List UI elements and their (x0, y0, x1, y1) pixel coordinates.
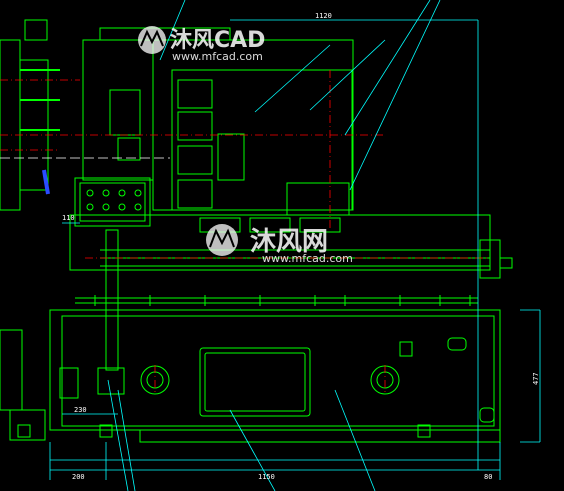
watermark-top: 沐风CAD www.mfcad.com (138, 26, 265, 63)
watermark-center-url: www.mfcad.com (262, 252, 353, 265)
mfcad-logo-icon (138, 26, 166, 54)
mfcad-logo-icon (206, 224, 238, 256)
dim-left-mid: 230 (74, 406, 87, 414)
dim-left-small: 110 (62, 214, 75, 222)
left-wiring (20, 69, 60, 195)
control-panel-knobs (86, 189, 142, 211)
dim-top-width: 1120 (315, 12, 332, 20)
watermark-top-url: www.mfcad.com (172, 50, 263, 63)
machine-outline (0, 19, 513, 443)
dim-right-height: 477 (532, 372, 540, 385)
watermark-center-brand: 沐风网 (250, 227, 328, 257)
dim-bottom-right: 80 (484, 473, 492, 481)
center-lines (0, 70, 490, 395)
rail-bolts (94, 295, 471, 306)
watermark-top-brand: 沐风CAD (170, 28, 265, 53)
dim-bottom-mid: 1150 (258, 473, 275, 481)
dim-bottom-left: 200 (72, 473, 85, 481)
dimension-lines (49, 0, 541, 491)
watermark-center: 沐风网 www.mfcad.com (206, 224, 353, 265)
